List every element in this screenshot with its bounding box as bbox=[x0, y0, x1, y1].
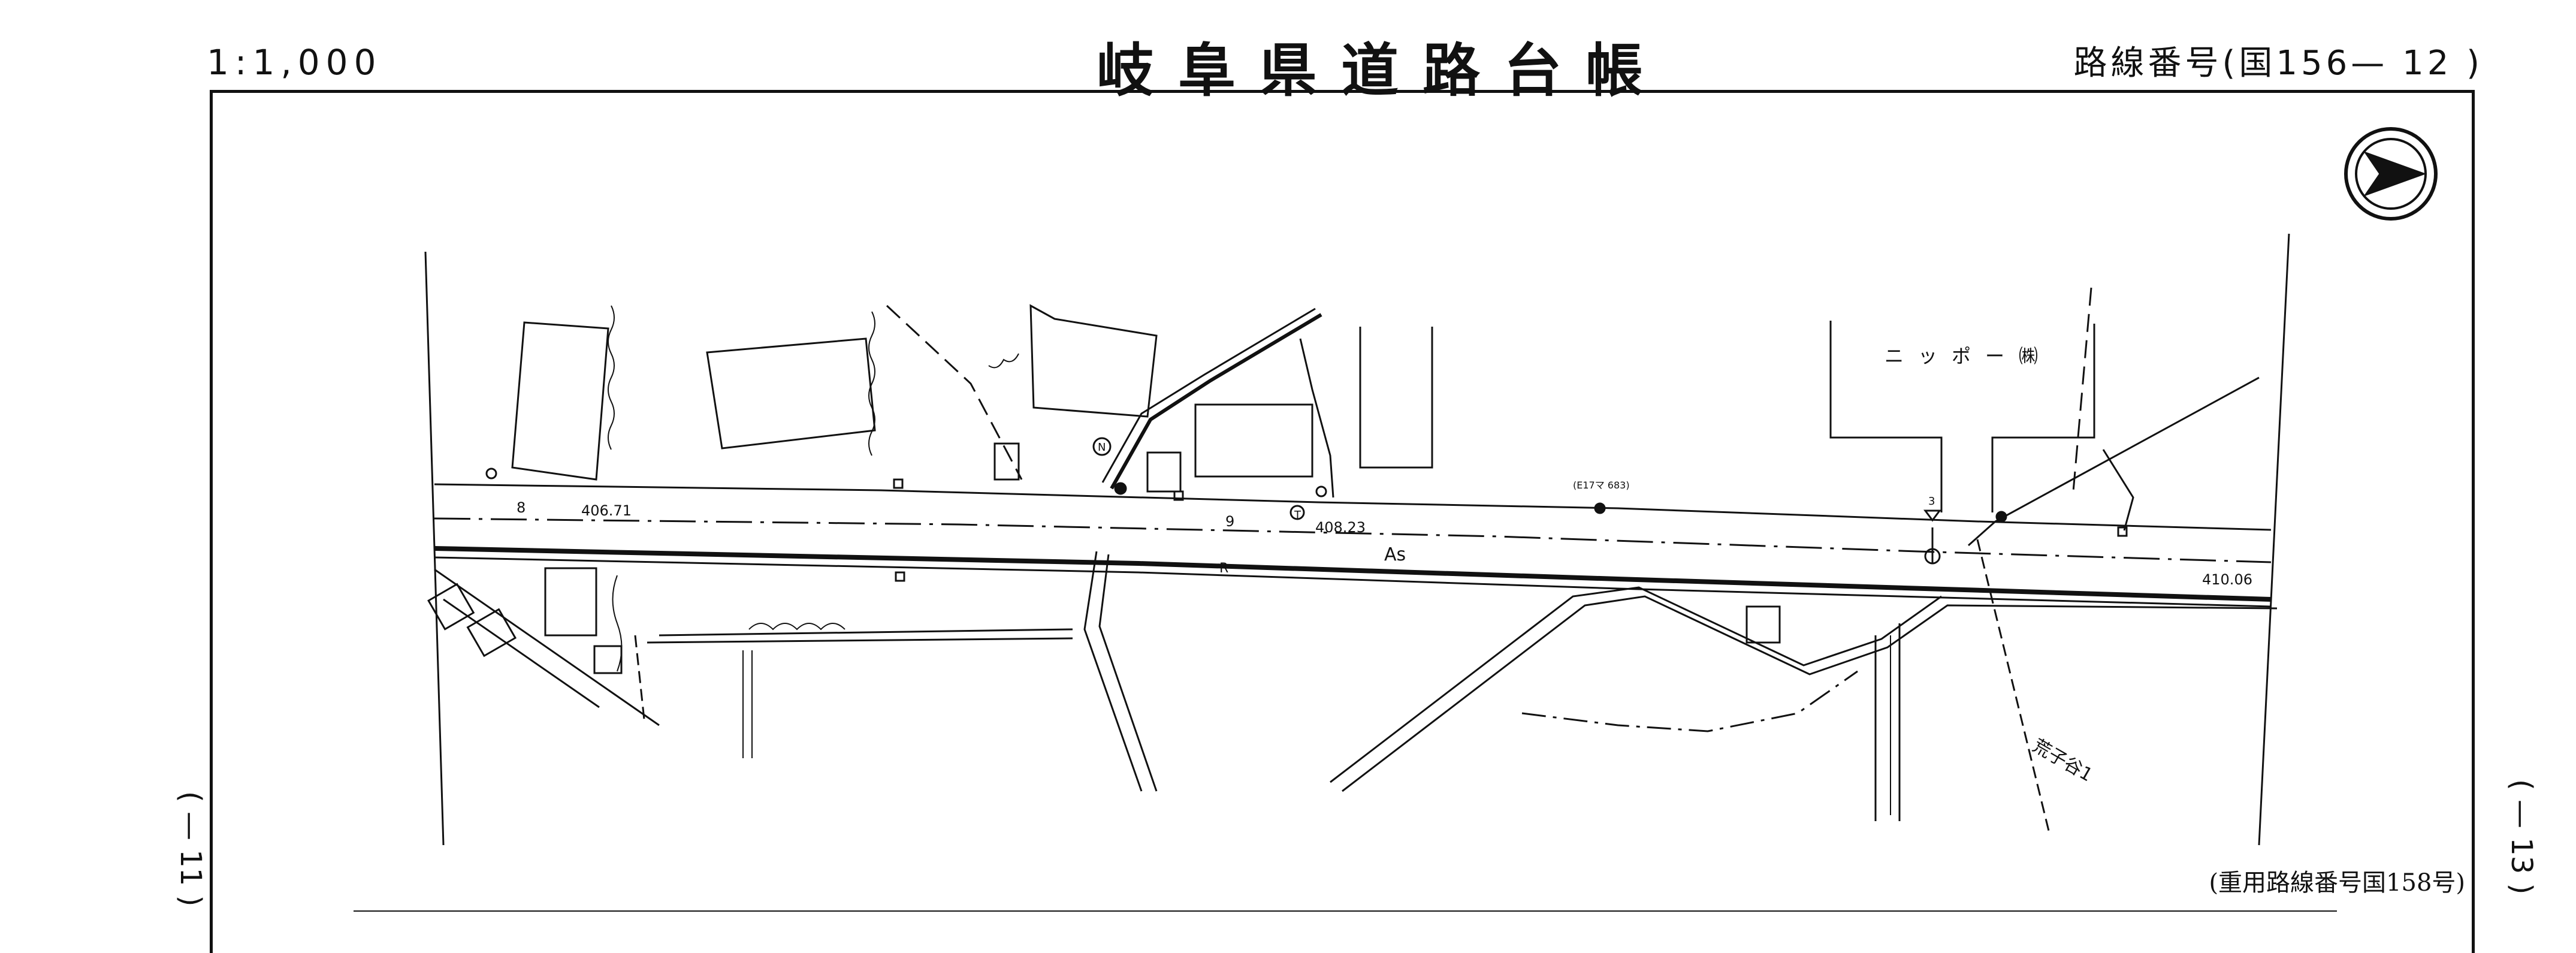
main-road bbox=[434, 483, 2272, 608]
company-label: ニッポー㈱ bbox=[1885, 345, 2052, 367]
page-title: 岐阜県道路台帳 bbox=[1097, 37, 1667, 104]
buildings bbox=[427, 304, 2095, 674]
duplicate-route-number: (重用路線番号国158号) bbox=[2209, 869, 2465, 897]
map-frame bbox=[210, 90, 2475, 953]
pavement-label: As bbox=[1384, 544, 1406, 565]
station-9-label: 9 bbox=[1225, 513, 1234, 530]
survey-marks bbox=[485, 437, 2128, 582]
river-label: 荒子谷1 bbox=[2029, 735, 2096, 786]
route-number: 路線番号(国156— 12 ) bbox=[2073, 44, 2483, 83]
elevation-408-label: 408.23 bbox=[1315, 519, 1366, 536]
elevation-406-label: 406.71 bbox=[581, 502, 632, 519]
station-8-label: 8 bbox=[517, 499, 526, 516]
hedges bbox=[608, 305, 1891, 815]
r-mark-label: R bbox=[1219, 561, 1228, 576]
adjacent-sheet-left: ( — 11 ) bbox=[174, 791, 207, 907]
marker-3-label: 3 bbox=[1928, 495, 1935, 508]
adjacent-sheet-right: ( — 13 ) bbox=[2505, 779, 2538, 895]
side-roads bbox=[434, 287, 2278, 834]
benchmark-label: (E17マ 683) bbox=[1573, 479, 1630, 491]
sheet-header: 1:1,000 岐阜県道路台帳 路線番号(国156— 12 ) bbox=[0, 0, 2576, 104]
t-mark-label: T bbox=[1294, 509, 1301, 521]
n-mark-label: N bbox=[1098, 441, 1106, 454]
map-scale: 1:1,000 bbox=[207, 42, 382, 83]
elevation-410-label: 410.06 bbox=[2202, 571, 2252, 588]
north-arrow-icon bbox=[2344, 127, 2438, 221]
